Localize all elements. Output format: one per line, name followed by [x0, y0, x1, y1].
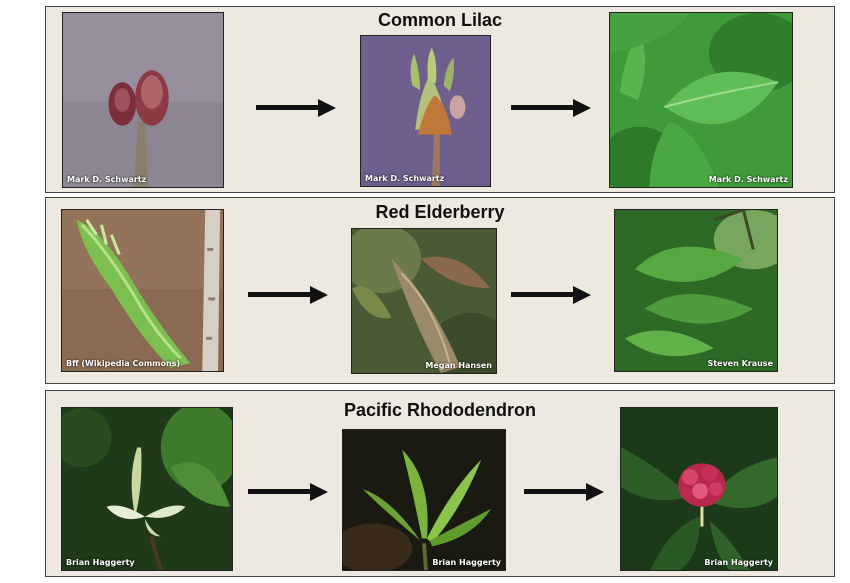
photo-credit: Mark D. Schwartz	[67, 175, 147, 184]
row-pacific-rhododendron: Pacific Rhododendron Brian Haggerty B	[45, 390, 835, 577]
photo-credit: Brian Haggerty	[432, 558, 501, 567]
row-common-lilac: Common Lilac Mark D. Schwartz Mark D. Sc…	[45, 6, 835, 193]
photo-credit: Mark D. Schwartz	[365, 174, 445, 183]
right-arrow-icon	[256, 99, 336, 117]
row-red-elderberry: Red Elderberry Bff (Wikipedia Commons) M…	[45, 197, 835, 384]
lilac-bud-photo: Mark D. Schwartz	[62, 12, 224, 188]
row-title: Common Lilac	[377, 10, 502, 30]
photo-credit: Brian Haggerty	[704, 558, 773, 567]
photo-credit: Megan Hansen	[425, 361, 492, 370]
right-arrow-icon	[248, 286, 328, 304]
photo-credit: Brian Haggerty	[66, 558, 135, 567]
row-title: Pacific Rhododendron	[343, 400, 536, 420]
elderberry-leaves-photo: Steven Krause	[614, 209, 778, 372]
rhododendron-bud-photo: Brian Haggerty	[61, 407, 233, 571]
rhododendron-budbreak-photo: Brian Haggerty	[342, 429, 506, 571]
photo-credit: Steven Krause	[707, 359, 773, 368]
right-arrow-icon	[248, 483, 328, 501]
elderberry-bud-photo: Bff (Wikipedia Commons)	[61, 209, 224, 372]
right-arrow-icon	[511, 99, 591, 117]
row-title: Red Elderberry	[375, 202, 505, 222]
lilac-budbreak-photo: Mark D. Schwartz	[360, 35, 491, 187]
right-arrow-icon	[524, 483, 604, 501]
photo-credit: Bff (Wikipedia Commons)	[66, 359, 181, 368]
elderberry-budbreak-photo: Megan Hansen	[351, 228, 497, 374]
lilac-leaves-photo: Mark D. Schwartz	[609, 12, 793, 188]
right-arrow-icon	[511, 286, 591, 304]
rhododendron-flower-photo: Brian Haggerty	[620, 407, 778, 571]
photo-credit: Mark D. Schwartz	[708, 175, 788, 184]
